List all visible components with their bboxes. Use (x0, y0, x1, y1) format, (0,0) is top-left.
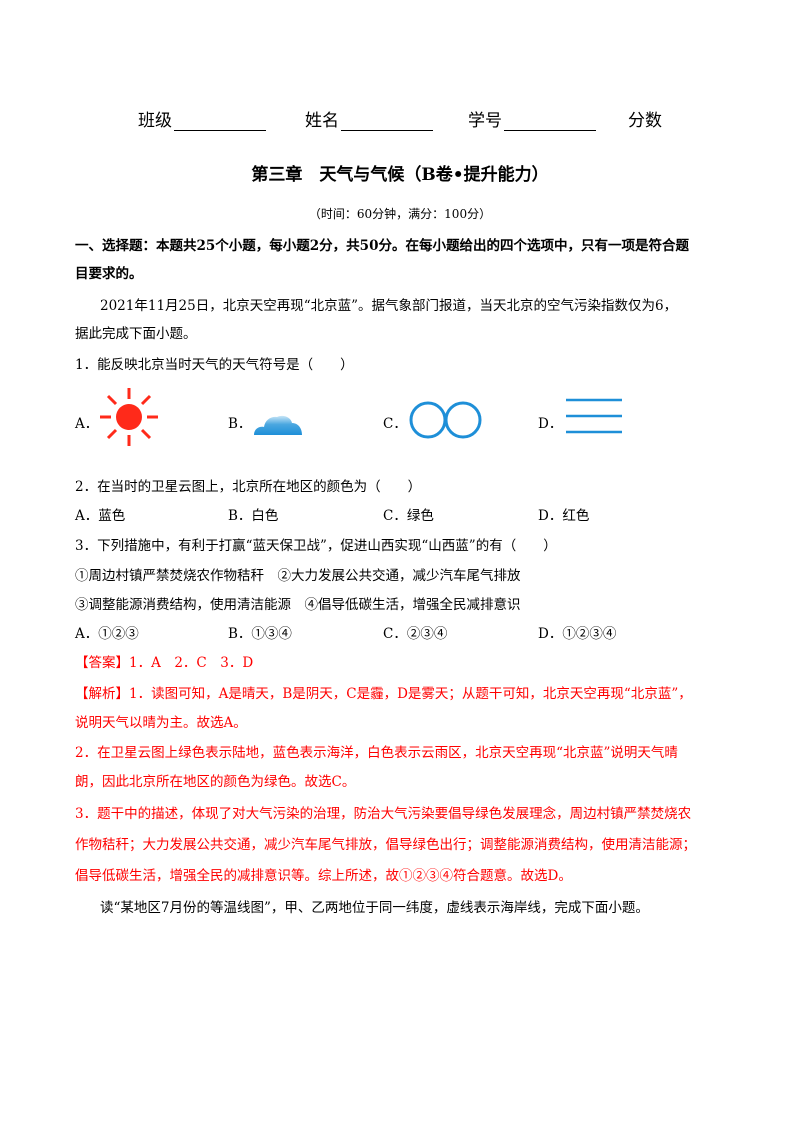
page-title: 第三章 天气与气候（B卷•提升能力） (251, 165, 549, 185)
analysis-p3-line3: 倡导低碳生活，增强全民的减排意识等。综上所述，故①②③④符合题意。故选D。 (75, 868, 572, 884)
analysis-p2-line1: 2．在卫星云图上绿色表示陆地，蓝色表示海洋，白色表示云雨区，北京天空再现“北京蓝… (75, 745, 678, 761)
score-label: 分数 (628, 111, 662, 131)
intro-line1: 2021年11月25日，北京天空再现“北京蓝”。据气象部门报道，当天北京的空气污… (100, 298, 678, 314)
section-heading-line1: 一、选择题：本题共25个小题，每小题2分，共50分。在每小题给出的四个选项中，只… (75, 238, 689, 254)
haze-icon (409, 401, 482, 439)
next-question-intro: 读“某地区7月份的等温线图”，甲、乙两地位于同一纬度，虚线表示海岸线，完成下面小… (100, 900, 649, 916)
q1-option-c[interactable]: C． (383, 416, 407, 432)
student-id-field: 学号 (468, 106, 596, 131)
q3-option-d[interactable]: D．①②③④ (538, 626, 617, 642)
intro-line2: 据此完成下面小题。 (75, 326, 197, 342)
name-label: 姓名 (305, 111, 339, 131)
student-id-blank[interactable] (504, 112, 596, 131)
q2-option-c[interactable]: C．绿色 (383, 508, 434, 524)
class-field: 班级 (138, 106, 266, 131)
q3-statement-2: ③调整能源消费结构，使用清洁能源 ④倡导低碳生活，增强全民减排意识 (75, 597, 521, 613)
q2-option-b[interactable]: B．白色 (228, 508, 279, 524)
q3-statement-1: ①周边村镇严禁焚烧农作物秸秆 ②大力发展公共交通，减少汽车尾气排放 (75, 568, 521, 584)
score-field: 分数 (628, 106, 662, 131)
q1-option-a[interactable]: A． (75, 416, 99, 432)
section-heading-line2: 目要求的。 (75, 266, 143, 282)
analysis-p2-line2: 朗，因此北京所在地区的颜色为绿色。故选C。 (75, 774, 356, 790)
student-info-row: 班级 姓名 学号 分数 (0, 106, 800, 132)
q3-option-c[interactable]: C．②③④ (383, 626, 448, 642)
q3-stem: 3．下列措施中，有利于打赢“蓝天保卫战”，促进山西实现“山西蓝”的有（ ） (75, 538, 557, 554)
answer-line: 【答案】1．A 2．C 3．D (75, 655, 254, 671)
sun-icon (100, 388, 158, 446)
q1-stem: 1．能反映北京当时天气的天气符号是（ ） (75, 357, 354, 373)
class-label: 班级 (138, 111, 172, 131)
analysis-p1-line1: 【解析】1．读图可知，A是晴天，B是阴天，C是霾，D是雾天；从题干可知，北京天空… (75, 686, 692, 702)
analysis-p3-line2: 作物秸秆；大力发展公共交通，减少汽车尾气排放，倡导绿色出行；调整能源消费结构，使… (75, 837, 696, 853)
q3-option-a[interactable]: A．①②③ (75, 626, 139, 642)
q2-stem: 2．在当时的卫星云图上，北京所在地区的颜色为（ ） (75, 479, 422, 495)
exam-time-info: （时间：60分钟，满分：100分） (308, 207, 492, 221)
q3-option-b[interactable]: B．①③④ (228, 626, 292, 642)
analysis-p1-line2: 说明天气以晴为主。故选A。 (75, 715, 247, 731)
q2-option-a[interactable]: A．蓝色 (75, 508, 126, 524)
name-field: 姓名 (305, 106, 433, 131)
cloud-icon (254, 415, 302, 435)
q1-option-d[interactable]: D． (538, 416, 563, 432)
analysis-p3-line1: 3．题干中的描述，体现了对大气污染的治理，防治大气污染要倡导绿色发展理念，周边村… (75, 806, 692, 822)
class-blank[interactable] (174, 112, 266, 131)
student-id-label: 学号 (468, 111, 502, 131)
q1-option-b[interactable]: B． (228, 416, 252, 432)
q2-option-d[interactable]: D．红色 (538, 508, 590, 524)
name-blank[interactable] (341, 112, 433, 131)
fog-icon (566, 398, 622, 434)
